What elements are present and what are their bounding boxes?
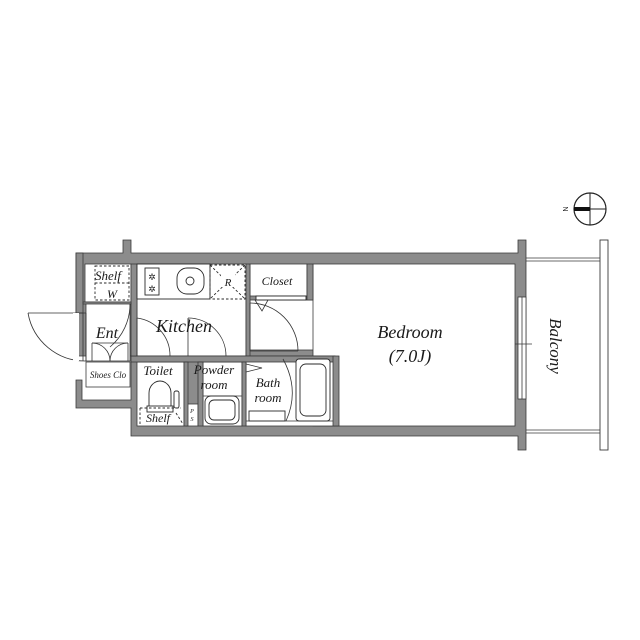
kitchen-doors[interactable]	[136, 317, 227, 357]
fridge-space	[209, 264, 246, 300]
bedroom-window[interactable]	[515, 296, 532, 400]
label-bath: Bath	[256, 375, 281, 390]
balcony-area	[526, 239, 609, 451]
kitchen-counter: ✲ ✲	[136, 263, 211, 300]
label-shoes-closet: Shoes Clo	[90, 370, 127, 380]
washbasin-fixture	[203, 395, 242, 425]
entrance-door[interactable]	[27, 312, 87, 362]
label-toilet-shelf: Shelf	[146, 411, 172, 425]
label-powder: Powder	[193, 362, 235, 377]
label-powder-room: room	[201, 377, 228, 392]
toilet-fixture	[139, 380, 184, 425]
compass-north-icon: N	[561, 192, 607, 226]
stove-burner-icon: ✲	[148, 272, 156, 282]
label-shelf: Shelf	[95, 268, 123, 283]
label-pipe-space-p: P	[189, 409, 194, 415]
label-pipe-space-s: S	[191, 417, 194, 423]
stove-burner-icon: ✲	[148, 284, 156, 294]
label-toilet: Toilet	[143, 363, 173, 378]
label-bedroom: Bedroom	[377, 322, 442, 342]
compass-label: N	[561, 206, 568, 211]
label-entrance: Ent	[95, 325, 119, 342]
label-kitchen: Kitchen	[155, 316, 212, 336]
partitions	[82, 263, 340, 427]
bathtub-fixture	[245, 358, 333, 422]
label-bath-room: room	[255, 390, 282, 405]
room-labels: Shelf W Ent Shoes Clo Kitchen R Closet T…	[90, 268, 565, 425]
shoe-closet-doors[interactable]	[91, 303, 131, 362]
label-balcony: Balcony	[546, 318, 565, 374]
label-fridge: R	[224, 277, 232, 289]
closet-bedroom-doors[interactable]	[249, 295, 307, 352]
label-closet: Closet	[262, 274, 293, 288]
label-bedroom-area: (7.0J)	[389, 346, 431, 367]
shelf-w-fixture	[94, 265, 130, 301]
label-shelf-w: W	[107, 287, 118, 301]
